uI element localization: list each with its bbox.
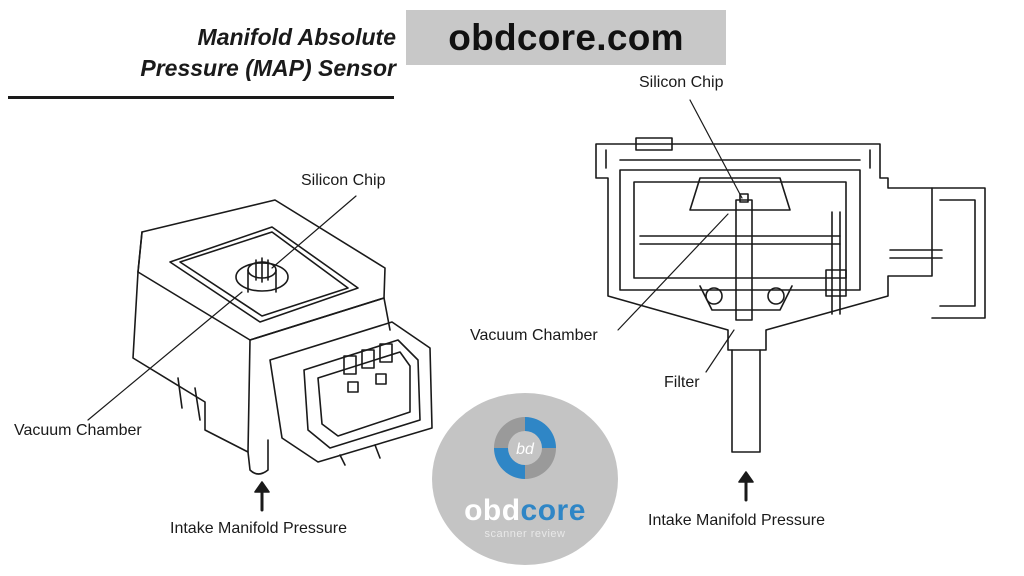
watermark-word-part1: obd [464,494,521,527]
banner-text: obdcore.com [448,16,684,58]
watermark-tagline: scanner review [484,528,566,540]
diagram-title: Manifold Absolute Pressure (MAP) Sensor [96,22,396,84]
right-sensor-drawing [595,99,986,502]
watermark-logo-icon: bd [494,417,556,479]
label-silicon-chip-left: Silicon Chip [301,172,386,189]
label-vacuum-chamber-left: Vacuum Chamber [14,422,142,439]
watermark-word-part2: core [520,494,586,527]
left-sensor-drawing [87,195,433,512]
watermark-wordmark: obdcore [432,494,618,528]
label-intake-left: Intake Manifold Pressure [170,520,347,537]
title-line-1: Manifold Absolute [197,24,396,50]
label-intake-right: Intake Manifold Pressure [648,512,825,529]
label-silicon-chip-right: Silicon Chip [639,74,724,91]
label-filter: Filter [664,374,700,391]
title-underline [8,96,394,99]
site-banner: obdcore.com [406,10,726,65]
title-line-2: Pressure (MAP) Sensor [140,55,396,81]
watermark-monogram: bd [516,441,535,458]
label-vacuum-chamber-right: Vacuum Chamber [470,327,598,344]
